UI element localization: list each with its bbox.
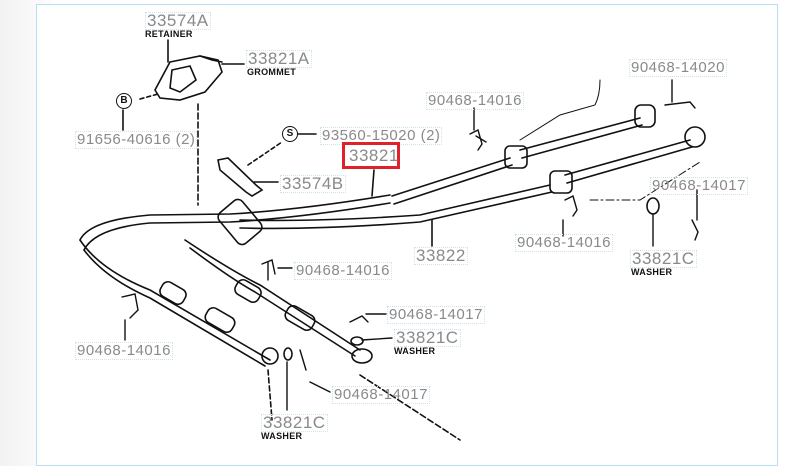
part-number-clip-left: 90468-14016 bbox=[75, 342, 173, 360]
part-number-clip-bottom: 90468-14017 bbox=[332, 386, 430, 404]
part-number-washer-bottom: 33821C bbox=[261, 413, 328, 432]
part-number-clip-mid-left: 90468-14016 bbox=[294, 262, 392, 280]
retainer-grommet-drawing bbox=[122, 39, 245, 206]
part-number-clip-top-right: 90468-14020 bbox=[629, 59, 727, 77]
part-number-washer-mid: 33821C bbox=[394, 328, 461, 347]
cables-drawing bbox=[79, 79, 706, 441]
highlight-box bbox=[342, 142, 400, 169]
part-number-washer-right: 33821C bbox=[630, 249, 697, 268]
part-number-clip-mid-right: 90468-14016 bbox=[515, 234, 613, 252]
part-number-cable-highlighted[interactable]: 33821 bbox=[349, 146, 399, 165]
bolt-symbol-icon: B bbox=[116, 93, 132, 109]
part-number-bracket: 33574B bbox=[280, 174, 346, 193]
part-number-grommet: 33821A bbox=[246, 49, 312, 68]
part-number-cable-2: 33822 bbox=[414, 246, 468, 265]
part-number-clip-lower-mid: 90468-14017 bbox=[387, 306, 485, 324]
part-name-retainer: RETAINER bbox=[145, 29, 193, 39]
part-number-retainer: 33574A bbox=[145, 11, 211, 30]
screw-symbol-icon: S bbox=[282, 126, 298, 142]
part-number-clip-top: 90468-14016 bbox=[426, 92, 524, 110]
clips-drawing bbox=[121, 79, 699, 411]
bracket-drawing bbox=[217, 133, 317, 197]
part-name-grommet: GROMMET bbox=[247, 67, 297, 77]
part-name-washer-bottom: WASHER bbox=[261, 431, 303, 441]
part-number-clip-right: 90468-14017 bbox=[650, 177, 748, 195]
part-number-bolt: 91656-40616 (2) bbox=[75, 131, 198, 149]
part-name-washer-mid: WASHER bbox=[394, 346, 436, 356]
cable-assembly-drawing bbox=[79, 39, 706, 441]
part-name-washer-right: WASHER bbox=[631, 267, 673, 277]
